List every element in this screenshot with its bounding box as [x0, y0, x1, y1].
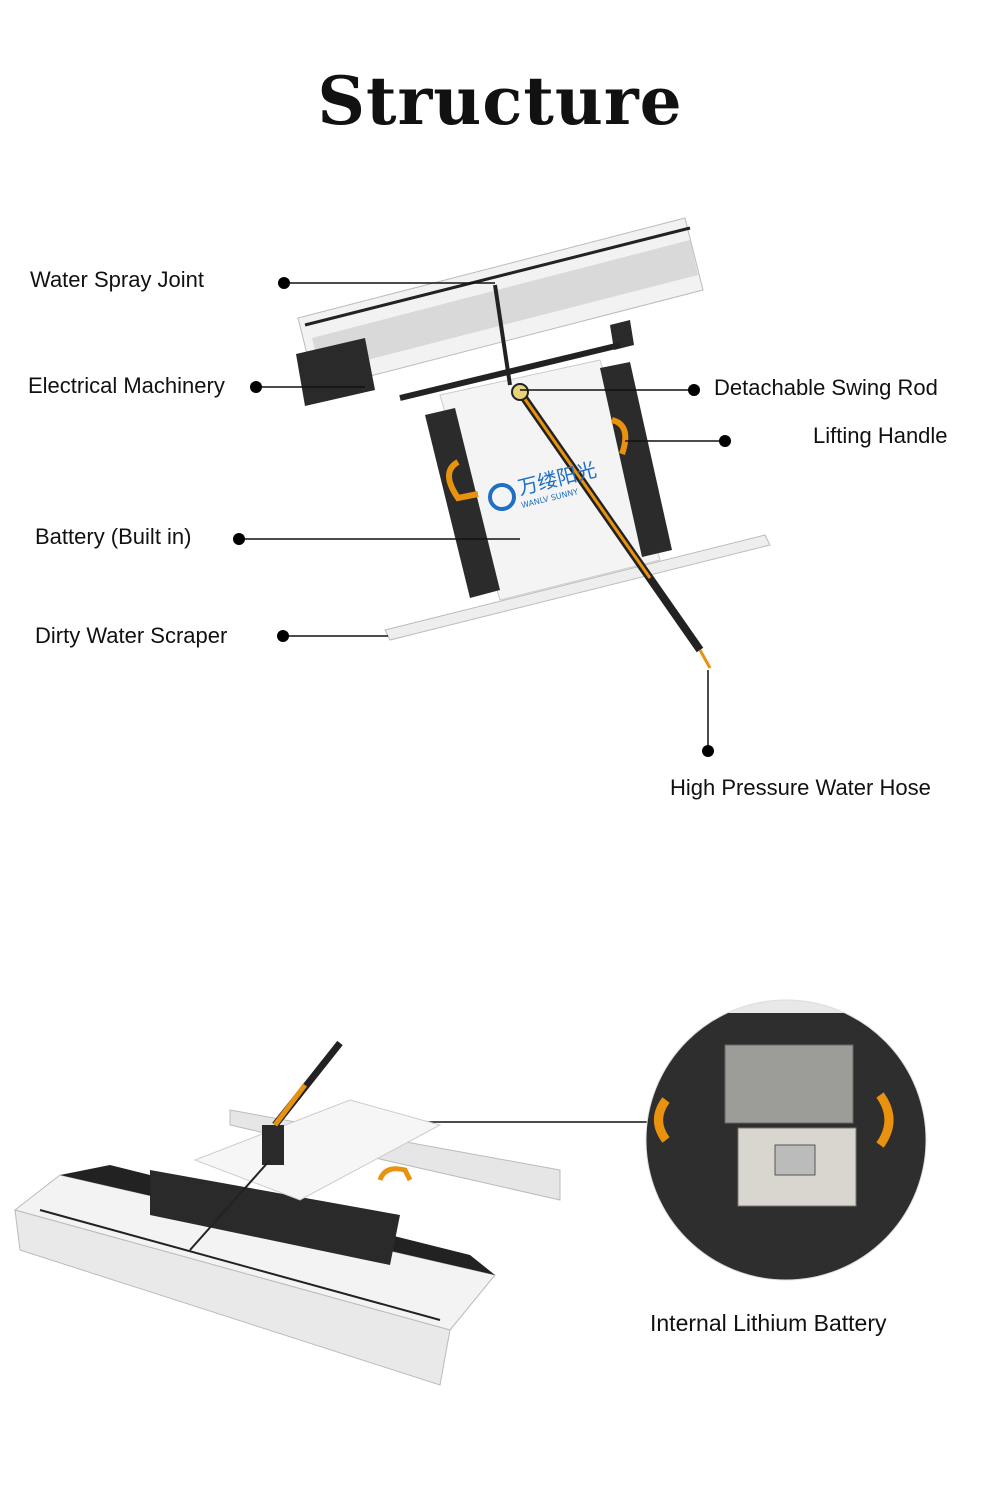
label-lifting-handle: Lifting Handle — [813, 423, 948, 448]
label-detachable-swing-rod: Detachable Swing Rod — [714, 375, 938, 400]
label-internal-lithium-battery: Internal Lithium Battery — [650, 1310, 887, 1336]
brand-logo-icon — [488, 483, 516, 511]
robot-perspective-view — [13, 1040, 561, 1386]
page-title: Structure — [317, 62, 683, 140]
label-water-spray-joint: Water Spray Joint — [30, 267, 205, 292]
battery-closeup — [646, 1000, 926, 1280]
callout-lines — [239, 282, 725, 1123]
label-dirty-water-scraper: Dirty Water Scraper — [35, 623, 228, 648]
label-electrical-machinery: Electrical Machinery — [28, 373, 225, 398]
robot-top-view: 万缕阳光 WANLV SUNNY — [296, 217, 771, 669]
label-battery-built-in: Battery (Built in) — [35, 524, 192, 549]
label-high-pressure-water-hose: High Pressure Water Hose — [670, 775, 931, 800]
callout-dots — [233, 277, 731, 757]
